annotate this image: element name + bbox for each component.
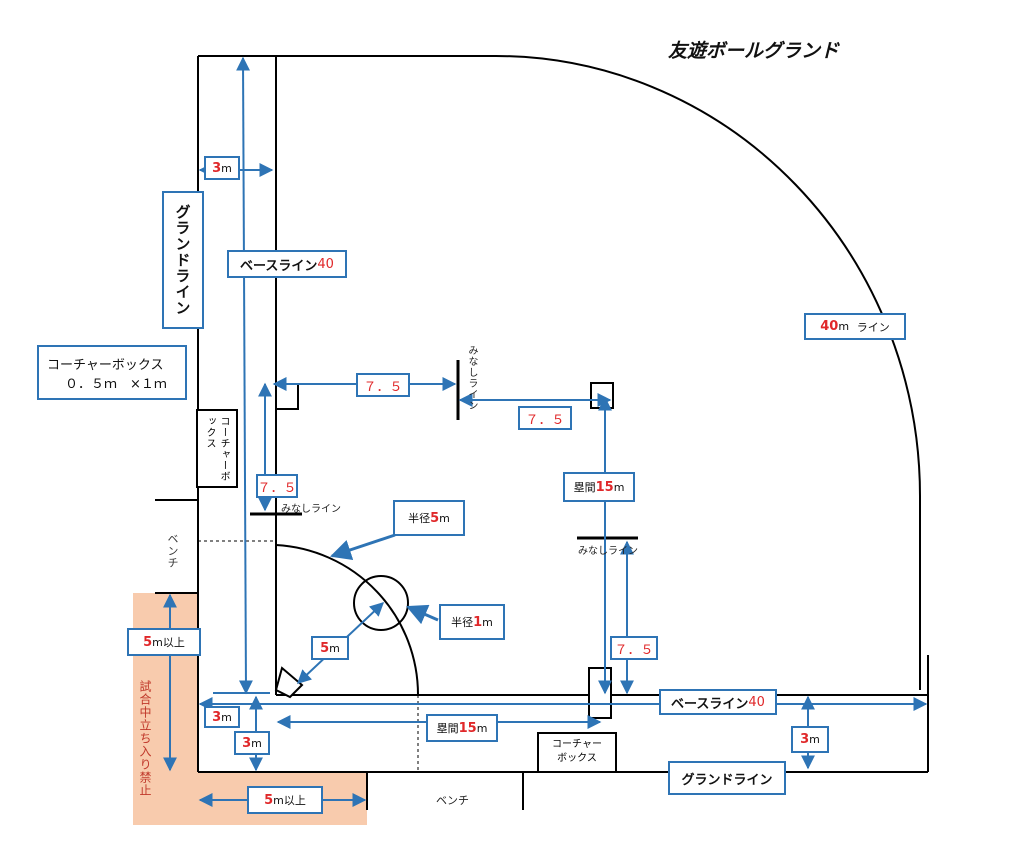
grand-line-bottom-label: グランドライン bbox=[668, 761, 786, 795]
grand-line-left-label: グランドライン bbox=[162, 191, 204, 329]
dim-7-5-third-down: ７．５ bbox=[256, 474, 298, 498]
coach-box-left bbox=[196, 409, 238, 488]
dim-7-5-third-to-minashi: ７．５ bbox=[356, 373, 410, 397]
minashi-left-label: みなしライン bbox=[281, 504, 341, 515]
minashi-top-label: みなしライン bbox=[466, 345, 477, 411]
dim-7-5-minashi-to-second: ７．５ bbox=[518, 406, 572, 430]
bench-bottom-text: ベンチ bbox=[436, 794, 469, 807]
diagram-title: 友遊ボールグランド bbox=[668, 40, 840, 62]
coach-box-legend: コーチャーボックス ０．５ｍ ×１ｍ bbox=[37, 345, 187, 400]
first-base bbox=[588, 667, 612, 719]
dim-7-5-first-up: ７．５ bbox=[610, 636, 658, 660]
coach-box-left-text: コーチャーボックス bbox=[204, 416, 229, 482]
second-base bbox=[590, 382, 614, 409]
minashi-right-label: みなしライン bbox=[578, 546, 638, 557]
bench-left-text: ベンチ bbox=[166, 533, 179, 569]
coach-box-bottom bbox=[537, 732, 617, 773]
third-base bbox=[275, 383, 299, 410]
coach-box-bottom-text: コーチャー ボックス bbox=[552, 739, 602, 764]
no-entry-text: 試合中立ち入り禁止 bbox=[138, 680, 152, 797]
